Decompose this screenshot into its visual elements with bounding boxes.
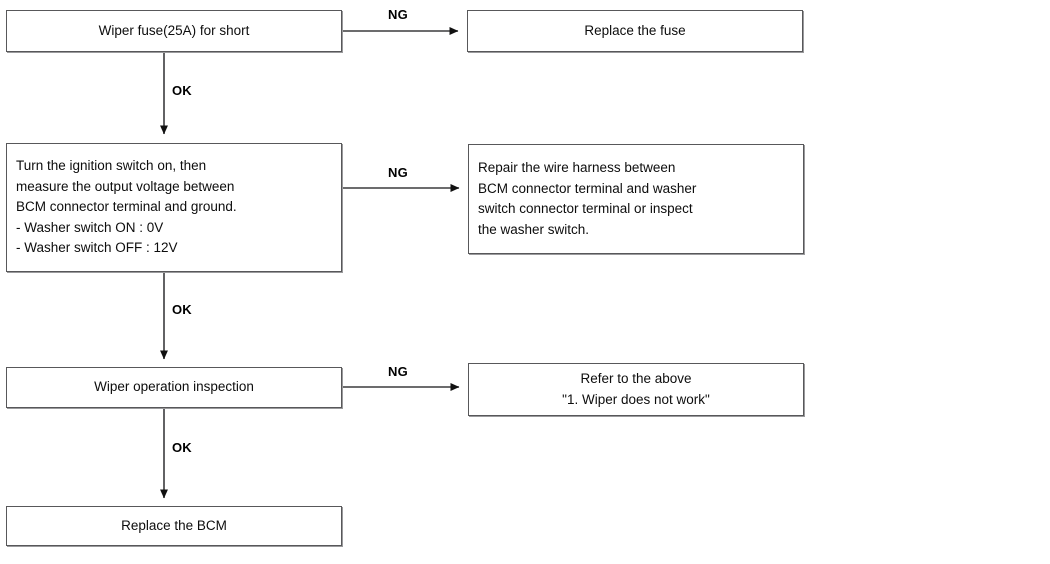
node-repair-wire-harness[interactable]: Repair the wire harness between BCM conn… <box>468 144 804 254</box>
node-replace-the-fuse[interactable]: Replace the fuse <box>467 10 803 52</box>
edge-label-ok-1: OK <box>172 83 192 98</box>
node-text-line: Replace the fuse <box>584 22 686 38</box>
edge-label-ng-3: NG <box>388 364 408 379</box>
node-text-line: Turn the ignition switch on, then <box>16 158 207 174</box>
node-text-line: the washer switch. <box>478 221 590 237</box>
node-refer-to-the-above[interactable]: Refer to the above "1. Wiper does not wo… <box>468 363 804 416</box>
node-text-line: BCM connector terminal and ground. <box>16 199 237 215</box>
node-text-line: switch connector terminal or inspect <box>478 201 693 216</box>
node-measure-output-voltage[interactable]: Turn the ignition switch on, then measur… <box>6 143 342 272</box>
node-text-line: Replace the BCM <box>121 517 227 533</box>
node-text-line: - Washer switch OFF : 12V <box>16 240 178 256</box>
edge-label-ng-1: NG <box>388 7 408 22</box>
node-text-line: Wiper fuse(25A) for short <box>98 22 250 38</box>
edge-label-ok-3: OK <box>172 440 192 455</box>
node-text-line: "1. Wiper does not work" <box>562 391 710 407</box>
node-text-line: Refer to the above <box>580 371 692 386</box>
node-text-line: - Washer switch ON : 0V <box>16 219 164 235</box>
node-text-line: Repair the wire harness between <box>478 160 676 175</box>
node-wiper-operation-inspection[interactable]: Wiper operation inspection <box>6 367 342 408</box>
node-text-line: BCM connector terminal and washer <box>478 180 697 196</box>
node-text-line: Wiper operation inspection <box>94 379 254 395</box>
node-text-line: measure the output voltage between <box>16 178 235 194</box>
node-replace-the-bcm[interactable]: Replace the BCM <box>6 506 342 546</box>
edge-label-ok-2: OK <box>172 302 192 317</box>
node-wiper-fuse-check[interactable]: Wiper fuse(25A) for short <box>6 10 342 52</box>
edge-label-ng-2: NG <box>388 165 408 180</box>
